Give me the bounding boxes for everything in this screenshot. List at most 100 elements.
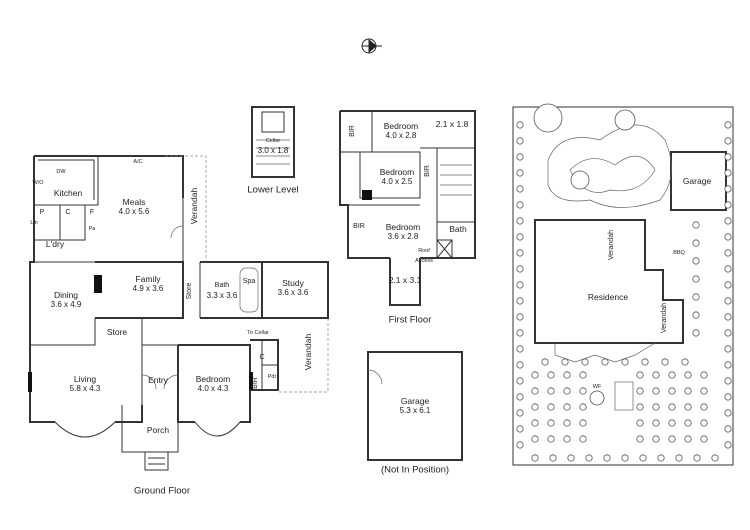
site-residence: Residence: [587, 292, 629, 302]
room-bir-2: BIR: [424, 165, 431, 177]
room-bir-1: BIR: [349, 125, 356, 137]
shrub-icon: [516, 153, 524, 161]
shrub-icon: [684, 387, 692, 395]
mark-f: F: [89, 209, 95, 216]
caption-lower-level: Lower Level: [247, 184, 299, 196]
site-verandah-2: Verandah: [661, 303, 668, 333]
shrub-icon: [516, 137, 524, 145]
room-spa: Spa: [242, 278, 256, 285]
mark-c2: C: [259, 354, 265, 361]
shrub-icon: [547, 403, 555, 411]
shrub-icon: [567, 454, 575, 462]
shrub-icon: [684, 403, 692, 411]
shrub-icon: [692, 329, 700, 337]
shrub-icon: [581, 358, 589, 366]
shrub-icon: [724, 361, 732, 369]
shrub-icon: [724, 185, 732, 193]
shrub-icon: [516, 361, 524, 369]
shrub-icon: [724, 137, 732, 145]
shrub-icon: [549, 454, 557, 462]
shrub-icon: [563, 387, 571, 395]
shrub-icon: [692, 275, 700, 283]
room-store-entry: Store: [106, 327, 128, 337]
shrub-icon: [700, 387, 708, 395]
shrub-icon: [579, 435, 587, 443]
shrub-icon: [724, 313, 732, 321]
shrub-icon: [531, 387, 539, 395]
shrub-icon: [516, 217, 524, 225]
shrub-icon: [657, 454, 665, 462]
shrub-icon: [636, 419, 644, 427]
shrub-icon: [681, 358, 689, 366]
shrub-icon: [531, 419, 539, 427]
shrub-icon: [579, 371, 587, 379]
shrub-icon: [724, 281, 732, 289]
shrub-icon: [601, 358, 609, 366]
shrub-icon: [516, 409, 524, 417]
caption-first-floor: First Floor: [388, 314, 432, 326]
ground-floor-walls: [28, 155, 329, 471]
shrub-icon: [700, 371, 708, 379]
shrub-icon: [724, 233, 732, 241]
shrub-icon: [652, 419, 660, 427]
shrub-icon: [724, 393, 732, 401]
room-dim: 4.0 x 5.6: [118, 207, 150, 216]
shrub-icon: [636, 435, 644, 443]
shrub-icon: [639, 454, 647, 462]
shrub-icon: [661, 358, 669, 366]
room-store-family: Store: [186, 282, 193, 300]
shrub-icon: [700, 419, 708, 427]
shrub-icon: [531, 435, 539, 443]
shrub-icon: [561, 358, 569, 366]
shrub-icon: [621, 454, 629, 462]
shrub-icon: [652, 403, 660, 411]
shrub-icon: [547, 371, 555, 379]
shrub-icon: [621, 358, 629, 366]
shrub-icon: [724, 153, 732, 161]
room-bir-3: BIR: [353, 223, 365, 230]
shrub-icon: [684, 419, 692, 427]
site-bbq: BBQ: [673, 250, 685, 256]
shrub-icon: [563, 419, 571, 427]
lower-level-walls: [251, 106, 295, 178]
shrub-icon: [579, 387, 587, 395]
shrub-icon: [531, 454, 539, 462]
shrub-icon: [668, 419, 676, 427]
room-name: Kitchen: [53, 188, 83, 198]
mark-pdr: Pdr: [267, 374, 277, 380]
shrub-icon: [692, 221, 700, 229]
shrub-icon: [547, 435, 555, 443]
room-verandah-top: Verandah: [189, 187, 199, 225]
room-kitchen: Kitchen: [54, 188, 82, 198]
shrub-icon: [692, 239, 700, 247]
shrub-icon: [516, 249, 524, 257]
room-bir: BIR: [252, 377, 259, 389]
shrub-icon: [675, 454, 683, 462]
shrub-icon: [585, 454, 593, 462]
shrub-icon: [692, 257, 700, 265]
shrub-icon: [603, 454, 611, 462]
shrub-icon: [700, 435, 708, 443]
shrub-icon: [636, 371, 644, 379]
shrub-icon: [693, 454, 701, 462]
dim-2-1x1-8: 2.1 x 1.8: [435, 119, 469, 129]
shrub-icon: [563, 435, 571, 443]
site-garage: Garage: [682, 176, 712, 186]
shrub-icon: [692, 293, 700, 301]
shrub-icon: [668, 371, 676, 379]
site-verandah-1: Verandah: [608, 230, 615, 260]
shrub-icon: [516, 329, 524, 337]
shrub-icon: [516, 265, 524, 273]
site-trees: [516, 121, 732, 462]
shrub-icon: [579, 403, 587, 411]
north-arrow-icon: [361, 38, 382, 54]
shrub-icon: [724, 329, 732, 337]
